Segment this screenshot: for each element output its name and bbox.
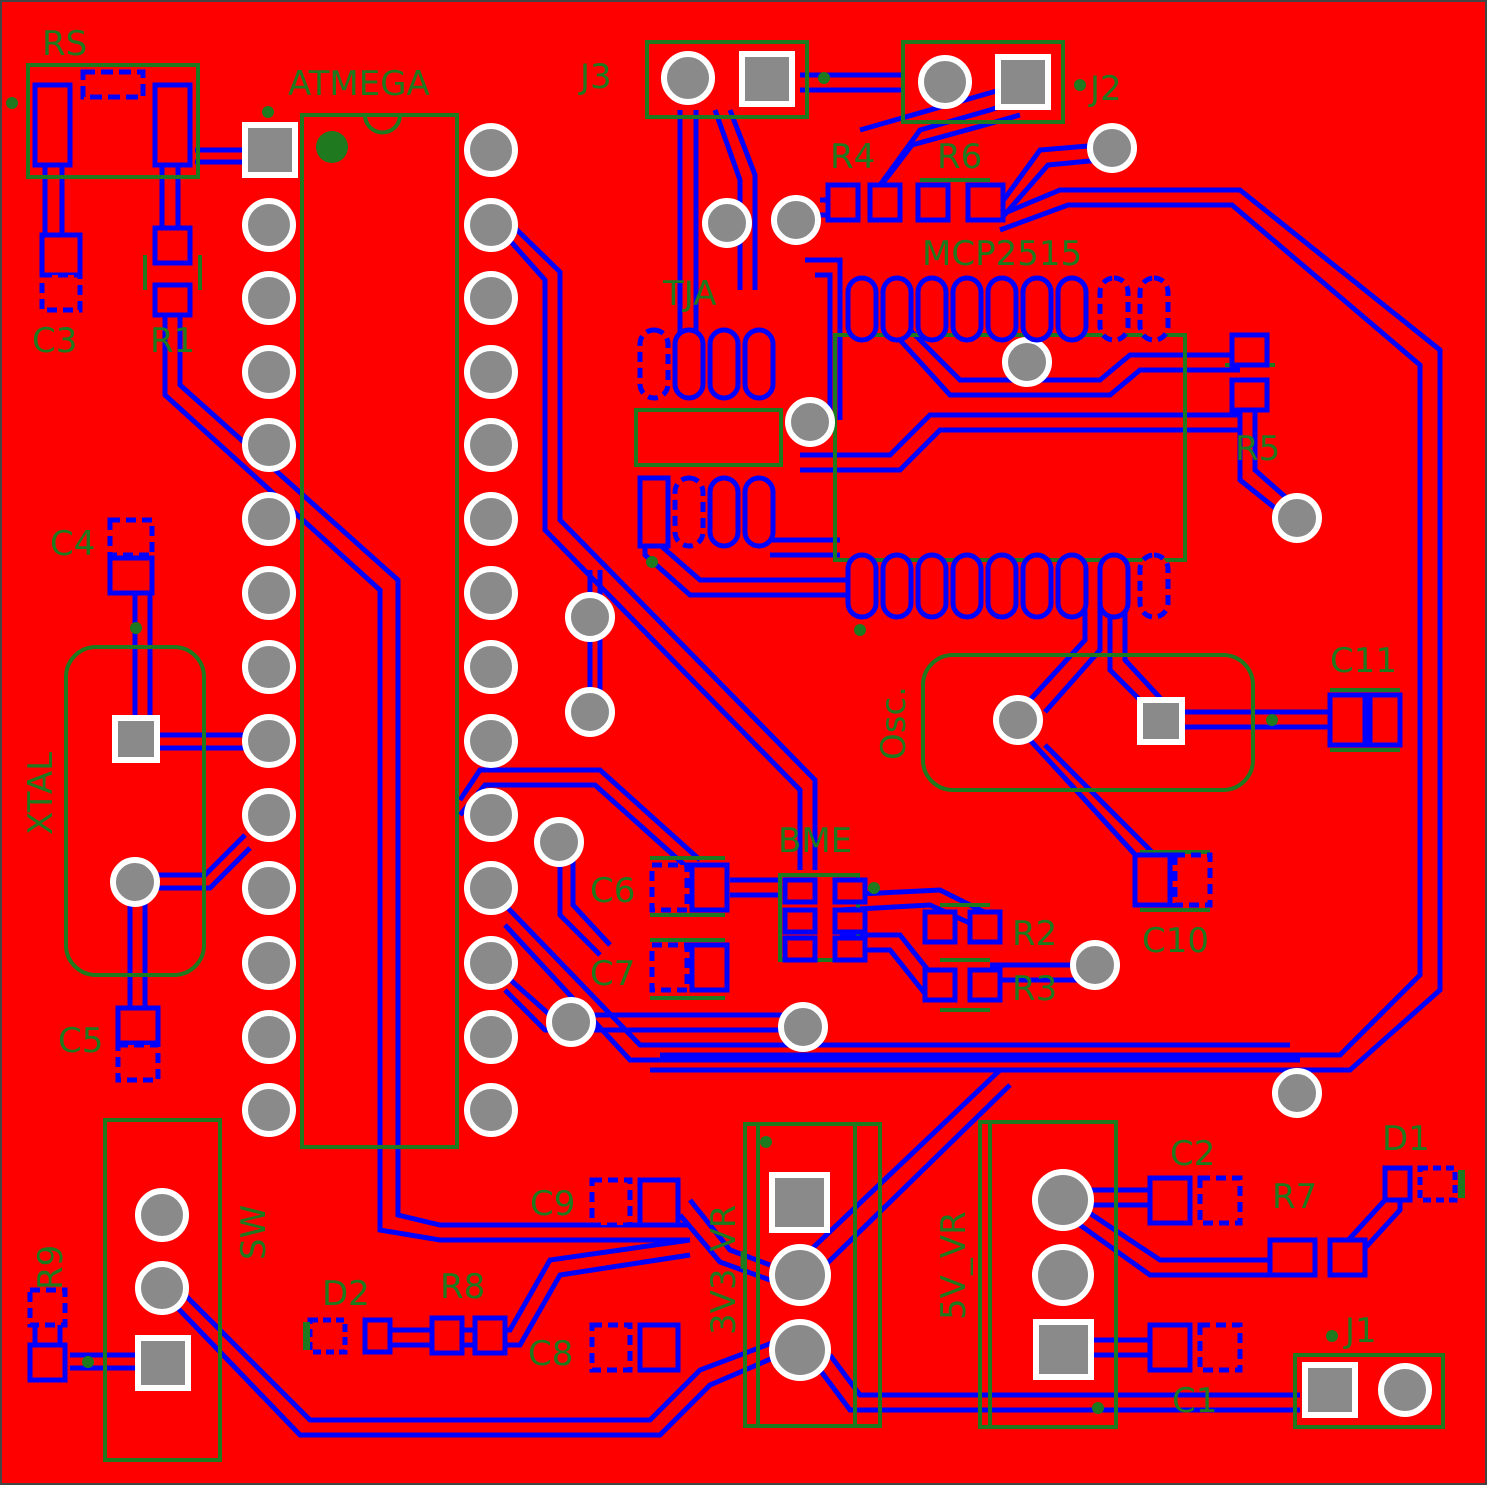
j3-outline [645, 40, 809, 119]
j2-outline [901, 40, 1065, 124]
label-j3: J3 [578, 57, 612, 97]
label-c11: C11 [1330, 641, 1397, 681]
label-r3: R3 [1012, 969, 1057, 1009]
label-r4: R4 [830, 137, 875, 177]
label-r5: R5 [1235, 429, 1280, 469]
label-vr5: 5V_VR [934, 1211, 974, 1320]
label-c7: C7 [590, 954, 635, 994]
label-vr33: 3V3_VR [704, 1205, 744, 1335]
j1-outline [1293, 1353, 1445, 1429]
label-atmega: ATMEGA [288, 64, 430, 104]
sw-outline [103, 1118, 222, 1462]
label-d2: D2 [322, 1274, 370, 1314]
label-r1: R1 [150, 321, 195, 361]
label-r8: R8 [440, 1267, 485, 1307]
label-c4: C4 [50, 524, 95, 564]
label-j2: J2 [1088, 69, 1122, 109]
label-r7: R7 [1272, 1177, 1317, 1217]
label-r2: R2 [1012, 914, 1057, 954]
label-tja: TJA [662, 274, 716, 314]
atmega-outline [300, 113, 459, 1149]
label-c3: C3 [32, 321, 77, 361]
label-c9: C9 [530, 1184, 575, 1224]
label-r6: R6 [937, 137, 982, 177]
label-c6: C6 [590, 871, 635, 911]
label-r9: R9 [31, 1245, 71, 1290]
pads [27, 51, 1465, 1418]
silk-dots [6, 72, 1338, 1414]
label-xtal: XTAL [21, 752, 61, 835]
label-c1: C1 [1172, 1381, 1217, 1421]
label-bme: BME [778, 821, 852, 861]
label-j1: J1 [1343, 1311, 1377, 1351]
label-c2: C2 [1170, 1134, 1215, 1174]
label-osc: Osc. [874, 686, 914, 760]
label-c5: C5 [58, 1021, 103, 1061]
xtal-outline [64, 645, 206, 977]
vr33-outline-inner [756, 1122, 882, 1428]
label-rs: RS [42, 24, 87, 64]
vr5-outline-inner [988, 1120, 1118, 1429]
tja-outline [634, 408, 783, 467]
osc-outline [921, 653, 1255, 792]
label-c8: C8 [528, 1334, 573, 1374]
label-mcp2515: MCP2515 [922, 234, 1082, 274]
label-sw: SW [234, 1205, 274, 1260]
pin1-dot [316, 131, 348, 163]
rs-outline [26, 63, 200, 179]
atmega-notch [363, 114, 402, 135]
label-d1: D1 [1382, 1119, 1430, 1159]
label-c10: C10 [1142, 921, 1209, 961]
